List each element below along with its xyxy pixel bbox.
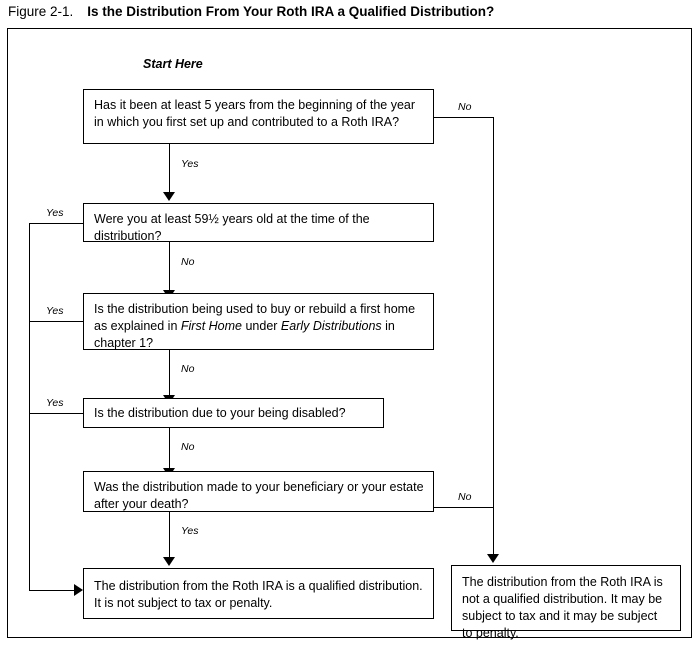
decision-node-5-year-rule: Has it been at least 5 years from the be… [83,89,434,144]
edge-label-q5-no: No [458,491,472,503]
plain-text: in chapter 1? [94,319,395,350]
edge-label-q5-yes: Yes [181,525,199,537]
edge-q2-yes-hline [29,223,83,224]
decision-node-disabled-text: Is the distribution due to your being di… [94,406,346,420]
emphasis-text: Early Distributions [280,319,382,333]
edge-q1-yes-arrowhead [163,192,175,201]
edge-q5-yes-line [169,512,170,560]
decision-node-first-home-text: Is the distribution being used to buy or… [94,302,415,350]
flowchart-frame: Start Here Has it been at least 5 years … [7,28,692,640]
edge-label-q4-yes: Yes [46,397,64,409]
edge-label-q3-yes: Yes [46,305,64,317]
decision-node-first-home: Is the distribution being used to buy or… [83,293,434,350]
yes-collector-hline [29,590,77,591]
edge-label-q1-yes: Yes [181,158,199,170]
result-node-not-qualified-text: The distribution from the Roth IRA is no… [462,575,663,640]
edge-q1-yes-line [169,144,170,195]
decision-node-age-59-half-text: Were you at least 59½ years old at the t… [94,212,370,243]
figure-title: Figure 2-1. Is the Distribution From Your… [8,3,668,23]
yes-collector-rail [29,223,30,590]
figure-number: Figure 2-1. [8,4,74,19]
result-node-not-qualified: The distribution from the Roth IRA is no… [451,565,681,640]
plain-text: Is the distribution being used to buy or… [94,302,416,333]
edge-q1-no-hline [434,117,493,118]
edge-q3-yes-hline [29,321,83,322]
edge-q2-no-line [169,242,170,293]
decision-node-age-59-half: Were you at least 59½ years old at the t… [83,203,434,243]
no-collector-arrowhead [487,554,499,563]
start-here-label: Start Here [143,57,203,71]
decision-node-5-year-rule-text: Has it been at least 5 years from the be… [94,98,416,129]
emphasis-text: First Home [180,319,242,333]
edge-q4-yes-hline [29,413,83,414]
edge-q5-yes-arrowhead [163,557,175,566]
no-collector-rail [493,117,494,557]
edge-q3-no-line [169,350,170,398]
edge-q5-no-hline [434,507,493,508]
edge-label-q2-yes: Yes [46,207,64,219]
edge-label-q2-no: No [181,256,195,268]
edge-label-q4-no: No [181,441,195,453]
yes-collector-arrowhead [74,584,83,596]
decision-node-beneficiary-death-text: Was the distribution made to your benefi… [94,480,424,511]
edge-q4-no-line [169,428,170,471]
edge-label-q3-no: No [181,363,195,375]
result-node-qualified-text: The distribution from the Roth IRA is a … [94,579,423,610]
result-node-qualified: The distribution from the Roth IRA is a … [83,568,434,619]
decision-node-beneficiary-death: Was the distribution made to your benefi… [83,471,434,512]
plain-text: under [242,319,281,333]
figure-title-text: Is the Distribution From Your Roth IRA a… [87,4,495,19]
edge-label-q1-no: No [458,101,472,113]
decision-node-disabled: Is the distribution due to your being di… [83,398,384,428]
